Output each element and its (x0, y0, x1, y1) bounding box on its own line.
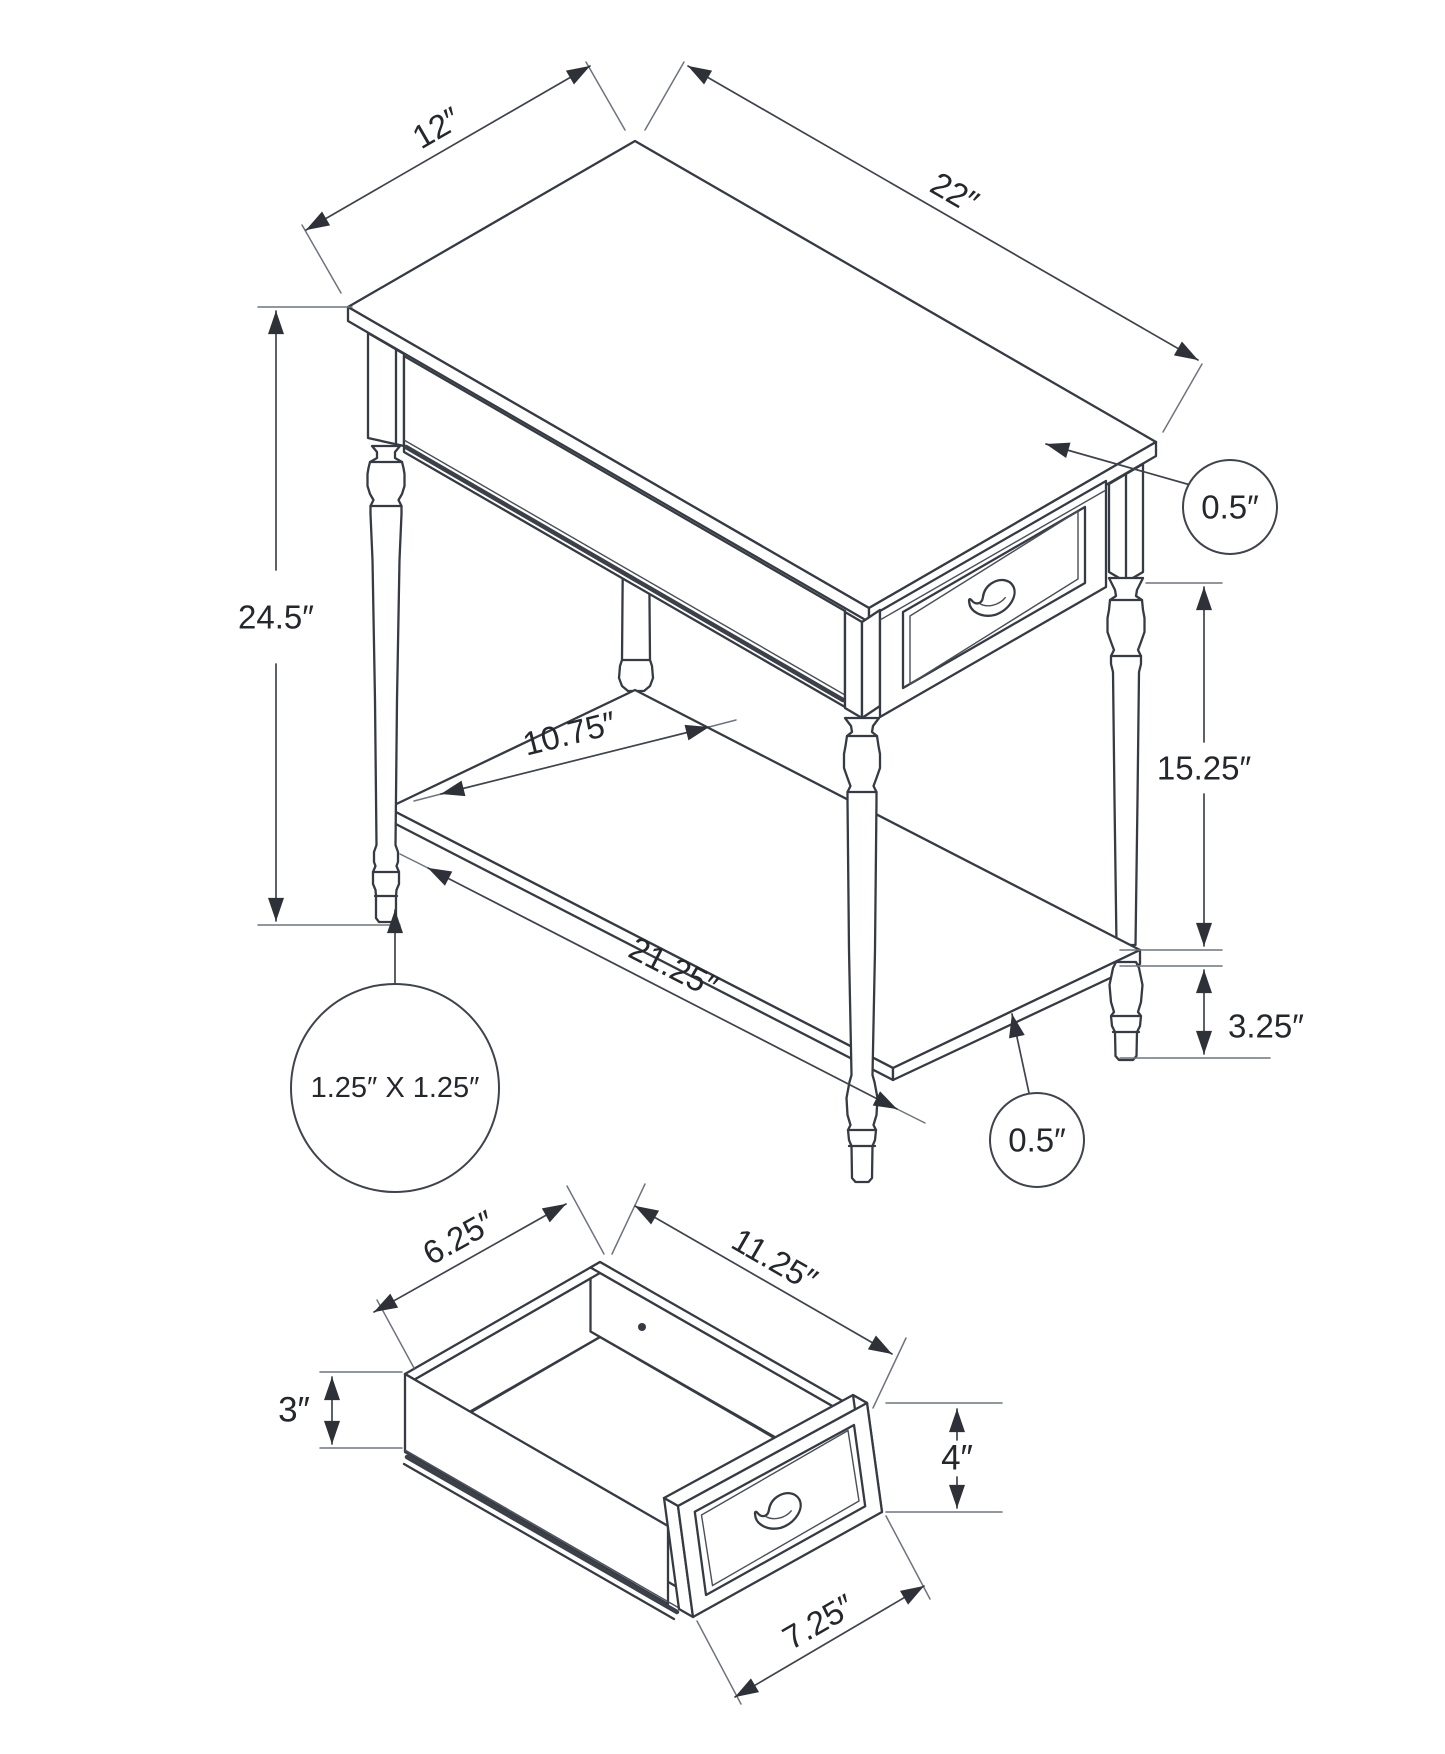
ext-shelf-10-left (413, 793, 442, 802)
drawer-front-panel (662, 1393, 884, 1619)
ext-right-corner (1162, 363, 1203, 433)
dim-overall-height: 24.5″ (238, 310, 314, 922)
callout-shelf-thickness-label: 0.5″ (1008, 1122, 1066, 1159)
dim-leg-to-shelf: 15.25″ (1157, 586, 1252, 947)
drawer-handle-icon (753, 1492, 802, 1530)
ext-apex-22 (644, 61, 685, 131)
table-left-leg-block (366, 331, 406, 448)
panel-front-face (676, 1401, 884, 1619)
ext-apex-12 (585, 61, 626, 131)
panel-recess-outer (693, 1423, 867, 1597)
callout-top-thickness-label: 0.5″ (1201, 489, 1259, 526)
drawer-side-wall-outer (403, 1372, 670, 1606)
drawer-front-panel-outer (901, 505, 1087, 690)
table-apron (402, 354, 1145, 720)
ext-panel-right (885, 1515, 931, 1600)
dim-drawer-front-height-label: 4″ (941, 1439, 973, 1478)
ext-shelf-21-right (896, 1108, 926, 1124)
dim-leg-to-shelf-label: 15.25″ (1157, 750, 1252, 787)
dim-shelf-to-floor: 3.25″ (1195, 969, 1304, 1055)
drawer-handle-icon (967, 578, 1016, 617)
callout-leg-post-circle (290, 983, 500, 1193)
table-right-leg (1106, 576, 1146, 947)
panel-recess-inner (700, 1429, 860, 1587)
ext-drawer-right (872, 1337, 907, 1409)
callout-leg-post-label: 1.25″ X 1.25″ (311, 1072, 480, 1104)
callout-shelf-thickness-circle (989, 1092, 1085, 1188)
callout-leg-post: 1.25″ X 1.25″ (290, 909, 500, 1193)
front-leg-block-right (860, 608, 882, 720)
table-right-leg-foot (1108, 960, 1144, 1062)
ext-shelf-21-left (399, 853, 429, 869)
dim-overall-height-label: 24.5″ (238, 599, 314, 636)
dim-drawer-side-height: 3″ (278, 1376, 341, 1445)
ext-drawer-apex-right (611, 1183, 646, 1255)
dim-drawer-side-height-label: 3″ (278, 1391, 310, 1430)
ext-panel-left (696, 1620, 742, 1705)
table-front-leg (842, 716, 882, 1184)
front-leg-block-left (843, 610, 864, 720)
ext-shelf-10-right (708, 719, 737, 728)
callout-shelf-thickness: 0.5″ (989, 1013, 1085, 1188)
ext-drawer-apex-left (566, 1185, 605, 1255)
drawer-side-hole (638, 1323, 646, 1331)
drawer-bottom-band (402, 1449, 680, 1621)
callout-top-thickness: 0.5″ (1045, 442, 1278, 555)
ext-left-corner (301, 224, 342, 294)
drawer-front-panel-inner (909, 509, 1079, 686)
table-dimensions: 12″ 22″ 24.5″ 0.5″ 15.25″ 3.25″ (238, 61, 1304, 1193)
dim-drawer-front-height: 4″ (941, 1408, 973, 1509)
callout-top-thickness-circle (1182, 459, 1278, 555)
dim-shelf-to-floor-label: 3.25″ (1228, 1008, 1304, 1045)
apron-drawer-face (878, 479, 1108, 719)
